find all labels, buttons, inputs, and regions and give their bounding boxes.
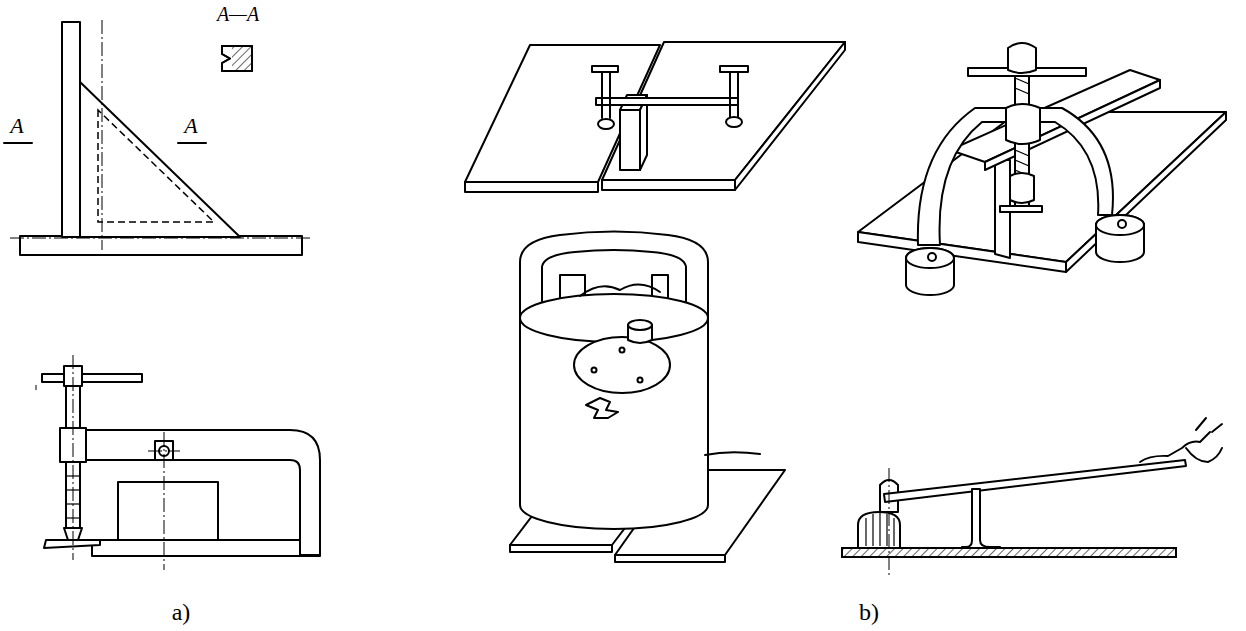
plate-clamp <box>465 42 845 192</box>
angle-fixture <box>4 20 310 255</box>
lever-clamp <box>842 418 1222 575</box>
bridge-clamp <box>858 43 1226 295</box>
section-mark: A <box>10 115 23 137</box>
section-mark: A <box>184 115 197 137</box>
panel-label: a) <box>172 600 191 624</box>
panel-label: b) <box>859 600 879 624</box>
section-title: A—A <box>217 4 259 24</box>
c-clamp <box>36 355 320 570</box>
magnetic-holder <box>510 232 785 563</box>
